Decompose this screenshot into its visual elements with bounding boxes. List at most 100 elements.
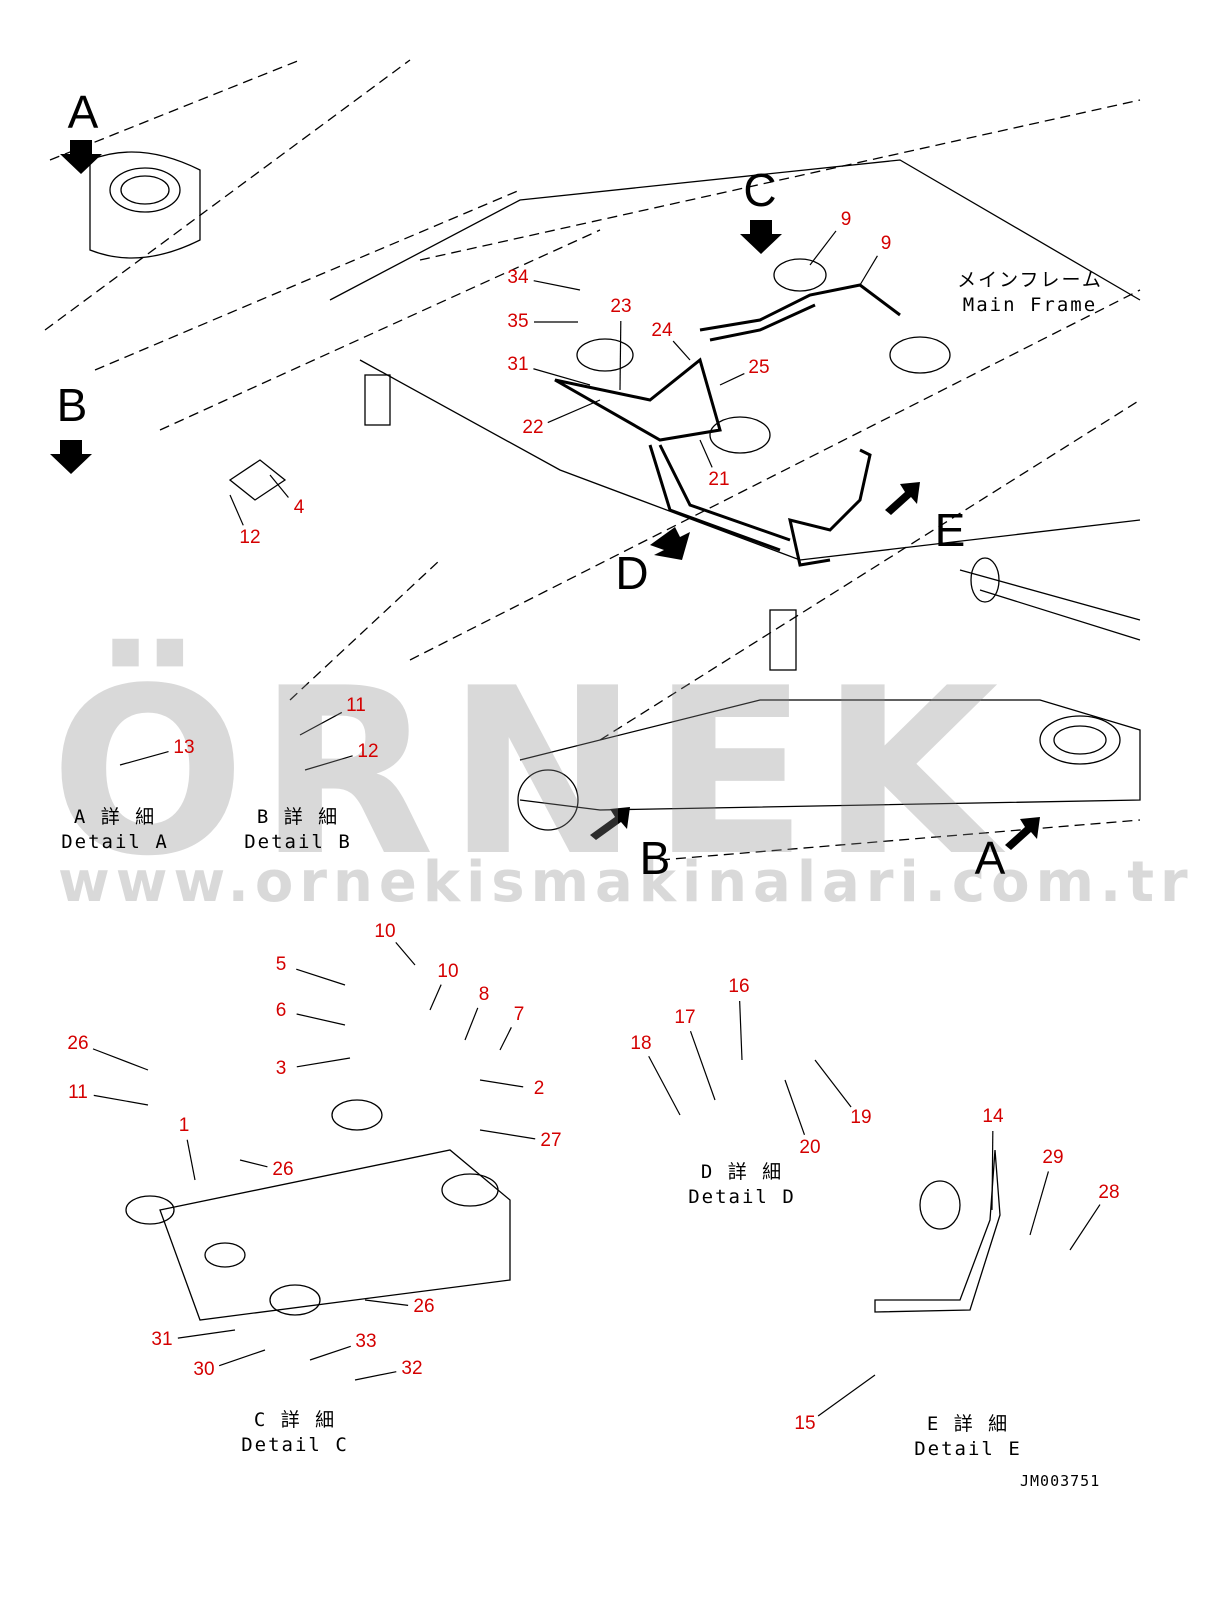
part-number-label: 31 bbox=[151, 1329, 173, 1350]
part-number-label: 21 bbox=[708, 469, 730, 490]
view-letter-a: A bbox=[67, 86, 99, 138]
part-number-label: 26 bbox=[413, 1296, 435, 1317]
watermark-url: www.ornekismakinalari.com.tr bbox=[58, 850, 1194, 915]
leader-line bbox=[309, 1345, 351, 1361]
detail-caption: E 詳 細 Detail E bbox=[914, 1412, 1022, 1462]
part-number-label: 2 bbox=[533, 1078, 545, 1099]
main-frame-jp: メインフレーム bbox=[957, 269, 1103, 291]
leader-line bbox=[296, 968, 346, 986]
part-number-label: 27 bbox=[540, 1130, 562, 1151]
part-number-label: 17 bbox=[674, 1007, 696, 1028]
leader-line bbox=[648, 1055, 681, 1116]
part-number-label: 34 bbox=[507, 267, 529, 288]
part-number-label: 35 bbox=[507, 311, 529, 332]
part-number-label: 12 bbox=[357, 741, 379, 762]
leader-line bbox=[269, 474, 289, 498]
view-letter-c: C bbox=[743, 164, 777, 216]
part-number-label: 22 bbox=[522, 417, 544, 438]
part-number-label: 9 bbox=[840, 209, 852, 230]
main-frame-label: メインフレーム Main Frame bbox=[957, 268, 1103, 318]
detail-caption-jp: B 詳 細 bbox=[256, 806, 340, 828]
leader-line bbox=[239, 1159, 268, 1168]
part-number-label: 14 bbox=[982, 1106, 1004, 1127]
leader-line bbox=[395, 941, 416, 966]
part-number-label: 8 bbox=[478, 984, 490, 1005]
part-number-label: 16 bbox=[728, 976, 750, 997]
part-number-label: 3 bbox=[275, 1058, 287, 1079]
leader-line bbox=[296, 1013, 346, 1026]
leader-line bbox=[364, 1299, 409, 1306]
leader-line bbox=[739, 1000, 743, 1061]
part-number-label: 26 bbox=[272, 1159, 294, 1180]
leader-line bbox=[533, 368, 591, 386]
leader-line bbox=[991, 1130, 994, 1211]
leader-line bbox=[719, 373, 745, 386]
detail-caption-jp: A 詳 細 bbox=[73, 806, 157, 828]
leader-line bbox=[479, 1129, 536, 1140]
part-number-label: 9 bbox=[880, 233, 892, 254]
part-number-label: 4 bbox=[293, 497, 305, 518]
part-number-label: 25 bbox=[748, 357, 770, 378]
part-number-label: 15 bbox=[794, 1413, 816, 1434]
part-number-label: 31 bbox=[507, 354, 529, 375]
leader-line bbox=[547, 399, 601, 424]
leader-line bbox=[177, 1329, 236, 1339]
drawing-code: JM003751 bbox=[1020, 1472, 1101, 1490]
part-number-label: 6 bbox=[275, 1000, 287, 1021]
leader-line bbox=[92, 1048, 149, 1071]
main-frame-en: Main Frame bbox=[962, 294, 1098, 316]
leader-line bbox=[817, 1374, 876, 1417]
leader-line bbox=[429, 984, 442, 1011]
leader-line bbox=[784, 1079, 806, 1136]
leader-line bbox=[1069, 1204, 1101, 1251]
leader-line bbox=[1029, 1171, 1049, 1236]
watermark-brand: ÖRNEK bbox=[50, 640, 1011, 907]
view-letter-a: A bbox=[974, 832, 1006, 884]
part-number-label: 33 bbox=[355, 1331, 377, 1352]
detail-caption: B 詳 細 Detail B bbox=[244, 805, 352, 855]
view-letter-b: B bbox=[639, 832, 671, 884]
part-number-label: 32 bbox=[401, 1358, 423, 1379]
part-number-label: 7 bbox=[513, 1004, 525, 1025]
detail-caption-en: Detail D bbox=[688, 1186, 796, 1208]
detail-caption-en: Detail E bbox=[914, 1438, 1022, 1460]
part-number-label: 11 bbox=[68, 1082, 88, 1103]
part-number-label: 10 bbox=[374, 921, 396, 942]
part-number-label: 18 bbox=[630, 1033, 652, 1054]
part-number-label: 10 bbox=[437, 961, 459, 982]
leader-line bbox=[354, 1371, 397, 1381]
detail-caption-en: Detail B bbox=[244, 831, 352, 853]
view-letter-b: B bbox=[56, 379, 88, 431]
leader-line bbox=[296, 1057, 351, 1068]
leader-line bbox=[119, 751, 169, 766]
detail-caption-jp: E 詳 細 bbox=[926, 1413, 1010, 1435]
part-number-label: 5 bbox=[275, 954, 287, 975]
part-number-label: 28 bbox=[1098, 1182, 1120, 1203]
leader-line bbox=[699, 439, 713, 468]
part-number-label: 24 bbox=[651, 320, 673, 341]
leader-line bbox=[689, 1030, 716, 1101]
view-letter-d: D bbox=[615, 547, 649, 599]
leader-line bbox=[299, 711, 343, 736]
leader-line bbox=[619, 320, 622, 391]
leader-line bbox=[672, 340, 691, 361]
view-letter-e: E bbox=[934, 504, 966, 556]
leader-line bbox=[464, 1007, 479, 1041]
part-number-label: 13 bbox=[173, 737, 195, 758]
part-number-label: 29 bbox=[1042, 1147, 1064, 1168]
part-number-label: 12 bbox=[239, 527, 261, 548]
part-number-label: 19 bbox=[850, 1107, 872, 1128]
leader-line bbox=[533, 280, 581, 291]
leader-line bbox=[809, 230, 837, 266]
leader-line bbox=[814, 1059, 852, 1108]
part-number-label: 1 bbox=[178, 1115, 190, 1136]
part-number-label: 30 bbox=[193, 1359, 215, 1380]
part-number-label: 26 bbox=[67, 1033, 89, 1054]
leader-line bbox=[304, 755, 353, 771]
leader-line bbox=[93, 1094, 149, 1106]
